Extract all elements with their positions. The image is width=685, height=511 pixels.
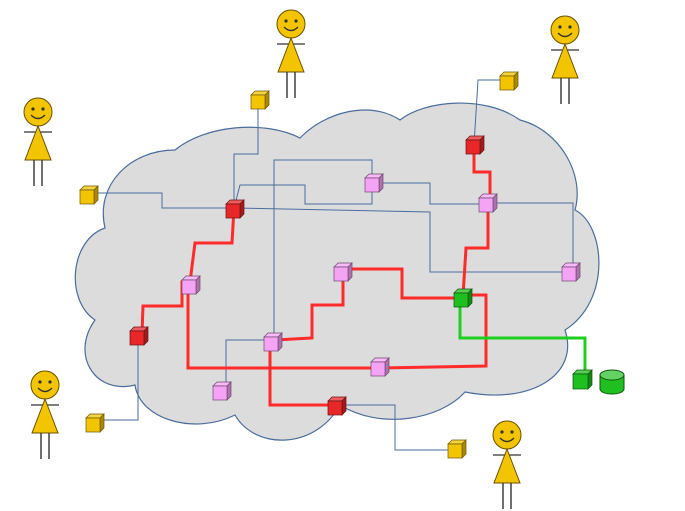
cube-front xyxy=(453,292,469,308)
edge-device-node-icon[interactable] xyxy=(85,413,105,433)
person-icon xyxy=(276,9,306,98)
transit-node-icon[interactable] xyxy=(263,332,283,352)
cube-front xyxy=(129,330,145,346)
thin-link xyxy=(233,183,373,209)
cube-front xyxy=(85,417,101,433)
cube-front xyxy=(499,75,515,91)
core-link xyxy=(379,293,488,370)
thin-link xyxy=(273,159,373,340)
thin-link xyxy=(473,79,508,146)
transit-node-icon[interactable] xyxy=(364,173,384,193)
cube-front xyxy=(327,400,343,416)
transit-node-icon[interactable] xyxy=(561,262,581,282)
transit-node-icon[interactable] xyxy=(478,193,498,213)
transit-node-icon[interactable] xyxy=(181,275,201,295)
database-icon xyxy=(599,369,625,395)
transit-node-icon[interactable] xyxy=(212,381,232,401)
cube-front xyxy=(212,385,228,401)
thin-link xyxy=(233,207,569,273)
thin-link xyxy=(336,404,456,451)
cube-front xyxy=(447,443,463,459)
edge-device-node-icon[interactable] xyxy=(250,90,270,110)
person-icon xyxy=(492,420,522,509)
thin-link xyxy=(96,336,139,421)
thin-link xyxy=(486,202,574,270)
cube-front xyxy=(225,203,241,219)
thin-link xyxy=(225,339,274,390)
core-link xyxy=(461,203,490,297)
core-router-node-icon[interactable] xyxy=(327,396,347,416)
core-link xyxy=(472,145,492,203)
core-router-node-icon[interactable] xyxy=(225,199,245,219)
core-router-node-icon[interactable] xyxy=(129,326,149,346)
core-router-node-icon[interactable] xyxy=(465,135,485,155)
cube-front xyxy=(370,361,386,377)
edge-device-node-icon[interactable] xyxy=(447,439,467,459)
thin-link xyxy=(233,105,259,208)
core-link xyxy=(274,269,345,342)
thin-link xyxy=(96,192,234,209)
storage-group xyxy=(572,369,625,395)
cube-front xyxy=(250,94,266,110)
edge-device-node-icon[interactable] xyxy=(499,71,519,91)
transit-node-icon[interactable] xyxy=(333,262,353,282)
person-icon xyxy=(23,97,53,186)
person-icon xyxy=(30,370,60,459)
core-links xyxy=(140,145,492,407)
cube-front xyxy=(263,336,279,352)
cube-front xyxy=(333,266,349,282)
network-nodes xyxy=(79,71,581,459)
cube-front xyxy=(364,177,380,193)
edge-device-node-icon[interactable] xyxy=(79,185,99,205)
storage-server-icon xyxy=(572,369,593,390)
core-link xyxy=(188,207,236,283)
cube-front xyxy=(181,279,197,295)
cube-front xyxy=(478,197,494,213)
users xyxy=(23,9,580,509)
gateway-node-icon[interactable] xyxy=(453,288,473,308)
storage-link xyxy=(458,298,587,372)
thin-link xyxy=(372,182,486,205)
transit-node-icon[interactable] xyxy=(370,357,390,377)
cube-front xyxy=(79,189,95,205)
cube-front xyxy=(561,266,577,282)
thin-links xyxy=(96,79,574,451)
storage-links xyxy=(458,298,587,372)
core-link xyxy=(268,340,336,407)
person-icon xyxy=(550,15,580,104)
cube-front xyxy=(465,139,481,155)
core-link xyxy=(343,267,463,300)
